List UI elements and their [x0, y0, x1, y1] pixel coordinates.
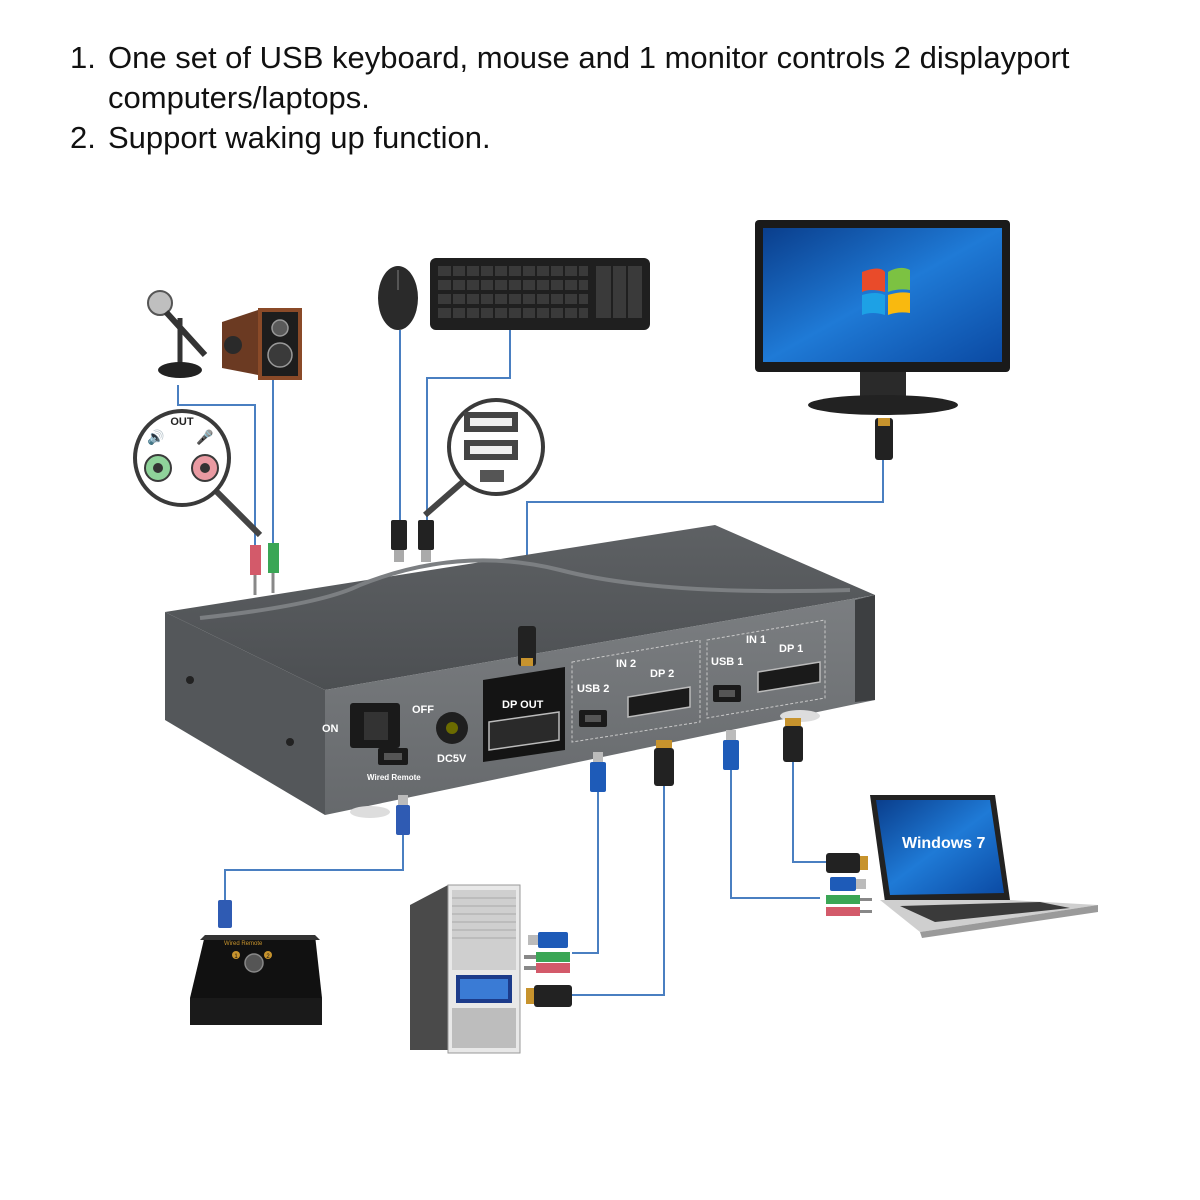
remote-num-1: 1 [234, 954, 238, 960]
usb-plugs-km [391, 520, 434, 562]
mic-small-icon: 🎤 [196, 428, 214, 446]
wired-remote-label: Wired Remote [367, 773, 421, 782]
switch-bottom-plugs [396, 718, 803, 835]
remote-button[interactable] [244, 953, 264, 973]
wired-remote-port [378, 748, 408, 765]
audio-port-magnifier: OUT 🔊 🎤 [133, 409, 263, 538]
dc5v-label: DC5V [437, 753, 467, 765]
off-label: OFF [412, 704, 434, 716]
microphone-icon [147, 290, 208, 378]
wired-remote-icon: Wired Remote 1 2 [190, 900, 322, 1025]
mouse-icon [378, 266, 418, 330]
laptop-usb-cable [730, 765, 820, 899]
feature-text: One set of USB keyboard, mouse and 1 mon… [108, 40, 1070, 115]
remote-title: Wired Remote [224, 941, 263, 947]
in1-label: IN 1 [746, 634, 766, 646]
pc-plugs [524, 932, 572, 1007]
feature-number: 1. [70, 40, 96, 75]
dp1-port [757, 661, 821, 693]
usb1-port [713, 685, 741, 702]
feature-item-2: 2. Support waking up function. [70, 118, 1168, 158]
keyboard-cable [426, 330, 511, 520]
audio-out-label: OUT [170, 416, 194, 428]
power-toggle[interactable] [350, 703, 400, 748]
pc-dp-cable [572, 785, 665, 996]
in2-label: IN 2 [616, 658, 636, 670]
feature-item-1: 1. One set of USB keyboard, mouse and 1 … [70, 38, 1168, 118]
switch-front [325, 595, 875, 815]
usb2-label: USB 2 [577, 683, 609, 695]
usb1-label: USB 1 [711, 656, 743, 668]
pc-usb-cable [572, 790, 599, 954]
in2-group [571, 639, 701, 743]
feature-text: Support waking up function. [108, 120, 491, 155]
laptop-dp-cable [792, 760, 830, 863]
on-label: ON [322, 723, 339, 735]
usb2-port [579, 710, 607, 727]
dp2-port [627, 686, 691, 718]
switch-top [165, 525, 875, 690]
switch-left-side [165, 612, 325, 815]
remote-cable [224, 812, 404, 900]
laptop-screen-text: Windows 7 [902, 835, 986, 852]
dp-out-plug [518, 626, 536, 666]
keyboard-icon [430, 258, 650, 330]
mic-cable [177, 385, 256, 545]
in1-group [706, 619, 826, 719]
audio-plugs [250, 543, 279, 595]
dp1-label: DP 1 [779, 643, 803, 655]
feature-number: 2. [70, 120, 96, 155]
volume-icon: 🔊 [147, 428, 164, 446]
speaker-icon [222, 308, 302, 380]
laptop-icon: Windows 7 [870, 795, 1098, 938]
dp-out-label: DP OUT [502, 699, 544, 711]
monitor-icon [755, 220, 1010, 460]
dc-power-jack [436, 712, 468, 744]
cables [177, 330, 884, 996]
usb-port-magnifier [423, 398, 545, 518]
dp-out-panel [483, 667, 565, 762]
dp2-label: DP 2 [650, 668, 674, 680]
desktop-tower-icon [410, 884, 521, 1054]
remote-num-2: 2 [266, 954, 270, 960]
laptop-plugs [826, 853, 872, 916]
feature-list: 1. One set of USB keyboard, mouse and 1 … [70, 38, 1168, 158]
windows-logo-icon [862, 267, 910, 315]
